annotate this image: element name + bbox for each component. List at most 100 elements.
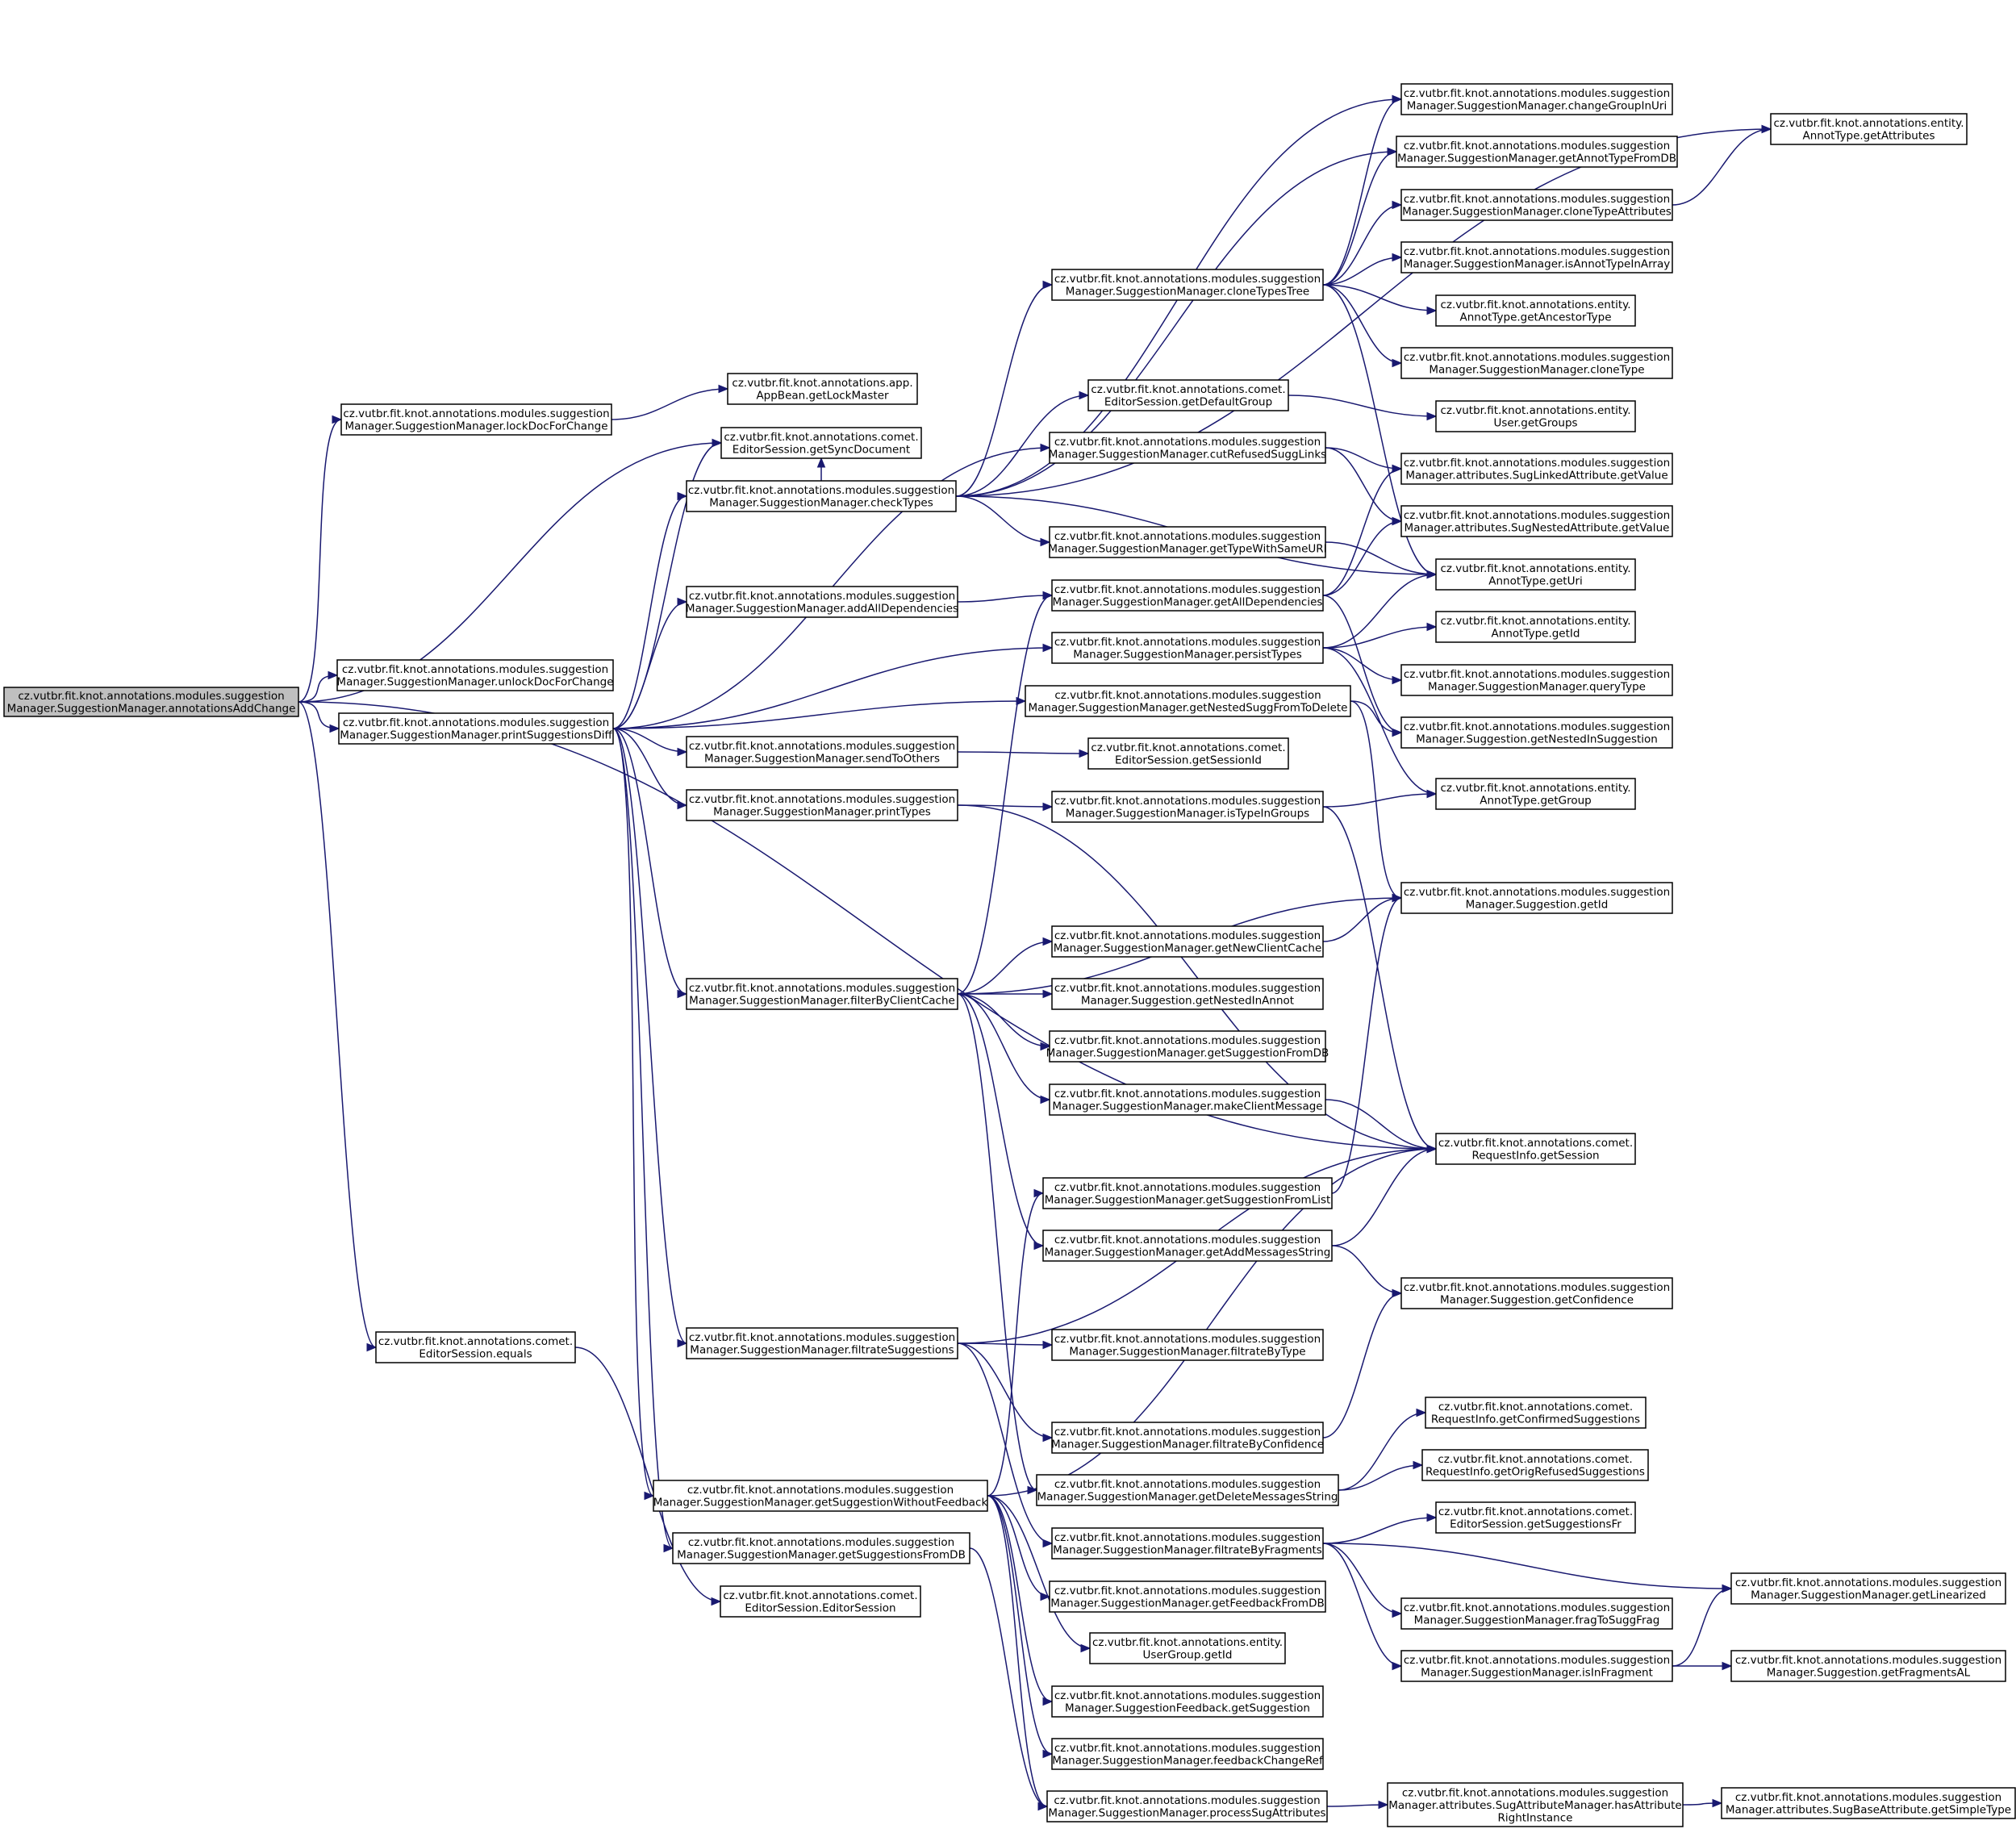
node-n48[interactable]: cz.vutbr.fit.knot.annotations.modules.su… bbox=[1400, 453, 1673, 485]
arrowhead-icon bbox=[332, 415, 343, 424]
node-n18[interactable]: cz.vutbr.fit.knot.annotations.comet.Edit… bbox=[1087, 379, 1289, 411]
node-label-line: cz.vutbr.fit.knot.annotations.modules.su… bbox=[343, 407, 609, 420]
arrowhead-icon bbox=[1040, 443, 1051, 453]
node-n15[interactable]: cz.vutbr.fit.knot.annotations.modules.su… bbox=[672, 1532, 970, 1564]
node-n33[interactable]: cz.vutbr.fit.knot.annotations.modules.su… bbox=[1051, 1422, 1324, 1454]
node-n42[interactable]: cz.vutbr.fit.knot.annotations.modules.su… bbox=[1396, 136, 1678, 168]
call-edge-n5-n10 bbox=[612, 728, 687, 753]
node-n2[interactable]: cz.vutbr.fit.knot.annotations.app.AppBea… bbox=[727, 373, 918, 405]
node-n1[interactable]: cz.vutbr.fit.knot.annotations.modules.su… bbox=[340, 403, 612, 436]
node-box bbox=[1435, 778, 1636, 810]
node-n8[interactable]: cz.vutbr.fit.knot.annotations.modules.su… bbox=[686, 480, 957, 512]
node-n53[interactable]: cz.vutbr.fit.knot.annotations.modules.su… bbox=[1400, 716, 1673, 749]
node-n63[interactable]: cz.vutbr.fit.knot.annotations.entity.Ann… bbox=[1770, 113, 1968, 145]
node-n46[interactable]: cz.vutbr.fit.knot.annotations.modules.su… bbox=[1400, 347, 1673, 379]
node-n52[interactable]: cz.vutbr.fit.knot.annotations.modules.su… bbox=[1400, 664, 1673, 696]
node-n31[interactable]: cz.vutbr.fit.knot.annotations.modules.su… bbox=[1042, 1230, 1333, 1262]
node-n57[interactable]: cz.vutbr.fit.knot.annotations.comet.Requ… bbox=[1425, 1397, 1647, 1429]
node-n10[interactable]: cz.vutbr.fit.knot.annotations.modules.su… bbox=[686, 736, 958, 768]
node-label-line: AnnotType.getGroup bbox=[1480, 795, 1591, 808]
node-n6[interactable]: cz.vutbr.fit.knot.annotations.comet.Edit… bbox=[375, 1331, 576, 1363]
node-label-line: cz.vutbr.fit.knot.annotations.comet. bbox=[1438, 1137, 1633, 1150]
node-n43[interactable]: cz.vutbr.fit.knot.annotations.modules.su… bbox=[1400, 189, 1673, 221]
call-edge-n19-n48 bbox=[1325, 447, 1402, 470]
call-edge-n43-n63 bbox=[1672, 128, 1772, 206]
node-n44[interactable]: cz.vutbr.fit.knot.annotations.modules.su… bbox=[1400, 241, 1673, 273]
node-n65[interactable]: cz.vutbr.fit.knot.annotations.modules.su… bbox=[1730, 1650, 2006, 1682]
node-n66[interactable]: cz.vutbr.fit.knot.annotations.modules.su… bbox=[1721, 1787, 2016, 1819]
call-edge-n0-n5 bbox=[298, 701, 340, 729]
node-n25[interactable]: cz.vutbr.fit.knot.annotations.modules.su… bbox=[1051, 791, 1324, 823]
node-label-line: cz.vutbr.fit.knot.annotations.modules.su… bbox=[1404, 457, 1670, 470]
node-n40[interactable]: cz.vutbr.fit.knot.annotations.modules.su… bbox=[1046, 1790, 1328, 1823]
node-n58[interactable]: cz.vutbr.fit.knot.annotations.comet.Requ… bbox=[1421, 1449, 1649, 1481]
node-n24[interactable]: cz.vutbr.fit.knot.annotations.comet.Edit… bbox=[1087, 737, 1289, 770]
node-n11[interactable]: cz.vutbr.fit.knot.annotations.modules.su… bbox=[686, 789, 958, 821]
node-n14[interactable]: cz.vutbr.fit.knot.annotations.modules.su… bbox=[653, 1480, 988, 1512]
call-edge-n17-n50 bbox=[1322, 284, 1437, 575]
node-n35[interactable]: cz.vutbr.fit.knot.annotations.modules.su… bbox=[1051, 1527, 1324, 1560]
call-edge-n30-n55 bbox=[1331, 897, 1402, 1194]
node-n37[interactable]: cz.vutbr.fit.knot.annotations.entity.Use… bbox=[1089, 1632, 1286, 1664]
node-n22[interactable]: cz.vutbr.fit.knot.annotations.modules.su… bbox=[1051, 632, 1324, 664]
node-n30[interactable]: cz.vutbr.fit.knot.annotations.modules.su… bbox=[1042, 1177, 1333, 1209]
node-n47[interactable]: cz.vutbr.fit.knot.annotations.entity.Use… bbox=[1435, 400, 1636, 432]
node-n29[interactable]: cz.vutbr.fit.knot.annotations.modules.su… bbox=[1049, 1084, 1326, 1116]
node-n61[interactable]: cz.vutbr.fit.knot.annotations.modules.su… bbox=[1400, 1650, 1673, 1682]
node-n7[interactable]: cz.vutbr.fit.knot.annotations.comet.Requ… bbox=[1435, 1133, 1636, 1165]
node-n9[interactable]: cz.vutbr.fit.knot.annotations.modules.su… bbox=[686, 586, 958, 618]
node-n64[interactable]: cz.vutbr.fit.knot.annotations.modules.su… bbox=[1730, 1572, 2006, 1605]
node-label-line: cz.vutbr.fit.knot.annotations.modules.su… bbox=[1404, 1281, 1670, 1294]
call-edge-n8-n18 bbox=[955, 395, 1089, 497]
node-box bbox=[1051, 269, 1324, 301]
node-label-line: Manager.SuggestionManager.getTypeWithSam… bbox=[1048, 543, 1326, 556]
node-n59[interactable]: cz.vutbr.fit.knot.annotations.comet.Edit… bbox=[1435, 1501, 1636, 1534]
node-n51[interactable]: cz.vutbr.fit.knot.annotations.entity.Ann… bbox=[1435, 611, 1636, 643]
node-box bbox=[727, 373, 918, 405]
node-n62[interactable]: cz.vutbr.fit.knot.annotations.modules.su… bbox=[1387, 1782, 1684, 1827]
node-n12[interactable]: cz.vutbr.fit.knot.annotations.modules.su… bbox=[686, 978, 958, 1010]
node-n28[interactable]: cz.vutbr.fit.knot.annotations.modules.su… bbox=[1046, 1030, 1329, 1063]
node-n21[interactable]: cz.vutbr.fit.knot.annotations.modules.su… bbox=[1051, 579, 1324, 612]
node-label-line: Manager.SuggestionManager.getDeleteMessa… bbox=[1037, 1491, 1338, 1504]
node-n54[interactable]: cz.vutbr.fit.knot.annotations.entity.Ann… bbox=[1435, 778, 1636, 810]
node-box bbox=[686, 1327, 958, 1359]
node-box bbox=[1400, 716, 1673, 749]
node-n38[interactable]: cz.vutbr.fit.knot.annotations.modules.su… bbox=[1051, 1685, 1324, 1718]
node-box bbox=[1051, 1329, 1324, 1361]
node-n34[interactable]: cz.vutbr.fit.knot.annotations.modules.su… bbox=[1036, 1474, 1339, 1506]
arrowhead-icon bbox=[1426, 1144, 1438, 1154]
node-n0[interactable]: cz.vutbr.fit.knot.annotations.modules.su… bbox=[3, 687, 299, 717]
arrowhead-icon bbox=[1416, 1408, 1427, 1418]
node-n41[interactable]: cz.vutbr.fit.knot.annotations.modules.su… bbox=[1400, 83, 1673, 115]
node-n3[interactable]: cz.vutbr.fit.knot.annotations.comet.Edit… bbox=[720, 427, 922, 459]
node-box bbox=[686, 736, 958, 768]
node-n16[interactable]: cz.vutbr.fit.knot.annotations.comet.Edit… bbox=[720, 1585, 921, 1618]
node-n36[interactable]: cz.vutbr.fit.knot.annotations.modules.su… bbox=[1049, 1580, 1326, 1613]
node-label-line: cz.vutbr.fit.knot.annotations.modules.su… bbox=[1735, 1576, 2001, 1589]
node-n4[interactable]: cz.vutbr.fit.knot.annotations.modules.su… bbox=[336, 659, 614, 691]
node-n20[interactable]: cz.vutbr.fit.knot.annotations.modules.su… bbox=[1048, 526, 1327, 558]
node-n60[interactable]: cz.vutbr.fit.knot.annotations.modules.su… bbox=[1400, 1597, 1673, 1630]
node-n49[interactable]: cz.vutbr.fit.knot.annotations.modules.su… bbox=[1400, 505, 1673, 537]
call-edge-n31-n7 bbox=[1331, 1148, 1437, 1246]
node-n55[interactable]: cz.vutbr.fit.knot.annotations.modules.su… bbox=[1400, 882, 1673, 914]
node-n39[interactable]: cz.vutbr.fit.knot.annotations.modules.su… bbox=[1051, 1738, 1324, 1770]
node-n50[interactable]: cz.vutbr.fit.knot.annotations.entity.Ann… bbox=[1435, 558, 1636, 591]
node-n13[interactable]: cz.vutbr.fit.knot.annotations.modules.su… bbox=[686, 1327, 958, 1359]
node-n56[interactable]: cz.vutbr.fit.knot.annotations.modules.su… bbox=[1400, 1277, 1673, 1309]
node-n32[interactable]: cz.vutbr.fit.knot.annotations.modules.su… bbox=[1051, 1329, 1324, 1361]
node-n45[interactable]: cz.vutbr.fit.knot.annotations.entity.Ann… bbox=[1435, 294, 1636, 327]
arrowhead-icon bbox=[1080, 1643, 1091, 1653]
node-n23[interactable]: cz.vutbr.fit.knot.annotations.modules.su… bbox=[1025, 685, 1351, 717]
node-box bbox=[1425, 1397, 1647, 1429]
node-box bbox=[1730, 1572, 2006, 1605]
node-label-line: cz.vutbr.fit.knot.annotations.comet. bbox=[724, 431, 918, 444]
call-edge-n0-n6 bbox=[298, 701, 377, 1348]
node-n17[interactable]: cz.vutbr.fit.knot.annotations.modules.su… bbox=[1051, 269, 1324, 301]
node-n27[interactable]: cz.vutbr.fit.knot.annotations.modules.su… bbox=[1051, 978, 1324, 1010]
node-label-line: Manager.SuggestionManager.isTypeInGroups bbox=[1066, 808, 1309, 820]
node-n19[interactable]: cz.vutbr.fit.knot.annotations.modules.su… bbox=[1049, 432, 1326, 464]
node-n26[interactable]: cz.vutbr.fit.knot.annotations.modules.su… bbox=[1051, 925, 1324, 958]
node-n5[interactable]: cz.vutbr.fit.knot.annotations.modules.su… bbox=[338, 712, 614, 745]
